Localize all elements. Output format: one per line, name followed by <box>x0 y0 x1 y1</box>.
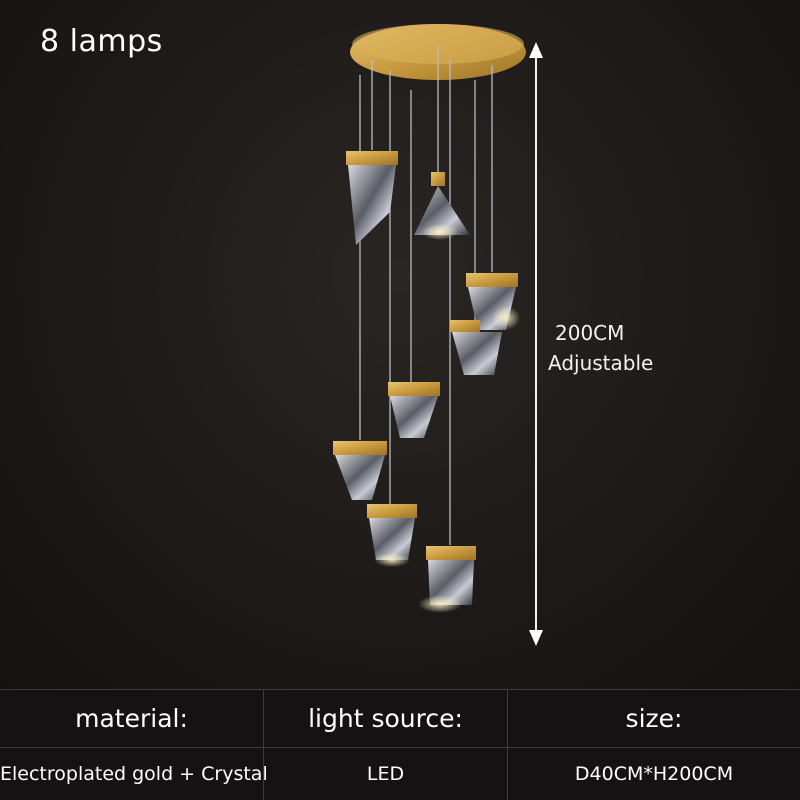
spec-table: material: light source: size: Electropla… <box>0 689 800 800</box>
suspension-wires <box>359 45 493 545</box>
spec-header-material: material: <box>0 689 264 748</box>
height-dimension-line <box>535 50 537 640</box>
spec-header-row: material: light source: size: <box>0 689 800 748</box>
spec-value-light-source: LED <box>263 747 508 800</box>
chandelier-illustration <box>333 24 526 613</box>
spec-header-size: size: <box>507 689 800 748</box>
arrow-down-icon <box>529 630 543 646</box>
lamp-count-title: 8 lamps <box>40 24 163 59</box>
height-note: Adjustable <box>548 351 654 375</box>
product-image: 8 lamps <box>0 0 800 690</box>
spec-value-material: Electroplated gold + Crystal <box>0 747 268 800</box>
height-value: 200CM <box>555 321 625 345</box>
spec-header-light-source: light source: <box>263 689 508 748</box>
pendant-lamps <box>333 151 520 613</box>
spec-value-size: D40CM*H200CM <box>507 747 800 800</box>
arrow-up-icon <box>529 42 543 58</box>
spec-value-row: Electroplated gold + Crystal LED D40CM*H… <box>0 747 800 800</box>
height-dimension-label: 200CM Adjustable <box>548 318 653 378</box>
